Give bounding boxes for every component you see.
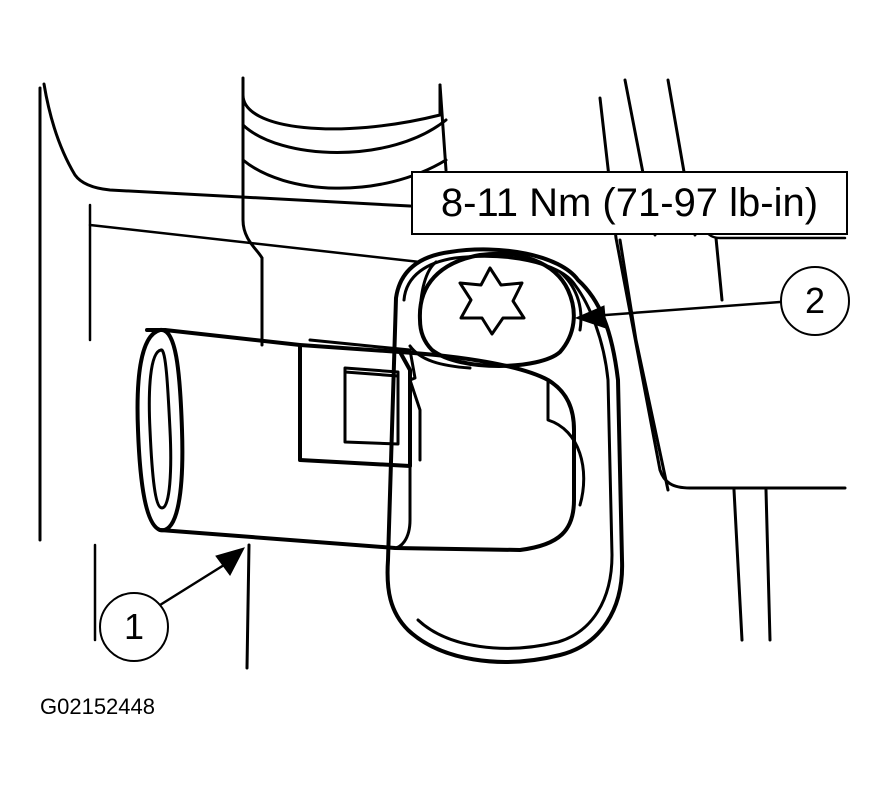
torque-spec-box: 8-11 Nm (71-97 lb-in) xyxy=(411,171,848,235)
figure-id: G02152448 xyxy=(40,694,155,719)
engine-block-outline xyxy=(38,82,847,642)
callout-1-label: 1 xyxy=(123,606,145,647)
mounting-bracket-lines xyxy=(598,78,847,642)
callout-1: 1 xyxy=(99,592,169,662)
torque-spec-label: 8-11 Nm (71-97 lb-in) xyxy=(440,180,819,225)
leader-line-1 xyxy=(158,547,245,607)
callout-2: 2 xyxy=(780,266,850,336)
electrical-connector xyxy=(135,328,586,552)
cylindrical-boss xyxy=(241,76,448,670)
bolt-head xyxy=(408,251,583,370)
callout-2-label: 2 xyxy=(804,280,826,321)
torx-star-icon xyxy=(458,266,526,336)
sensor-flange xyxy=(385,247,625,664)
leader-line-2 xyxy=(574,300,782,329)
arrowhead-2-icon xyxy=(574,305,607,329)
arrowhead-1-icon xyxy=(215,547,245,576)
